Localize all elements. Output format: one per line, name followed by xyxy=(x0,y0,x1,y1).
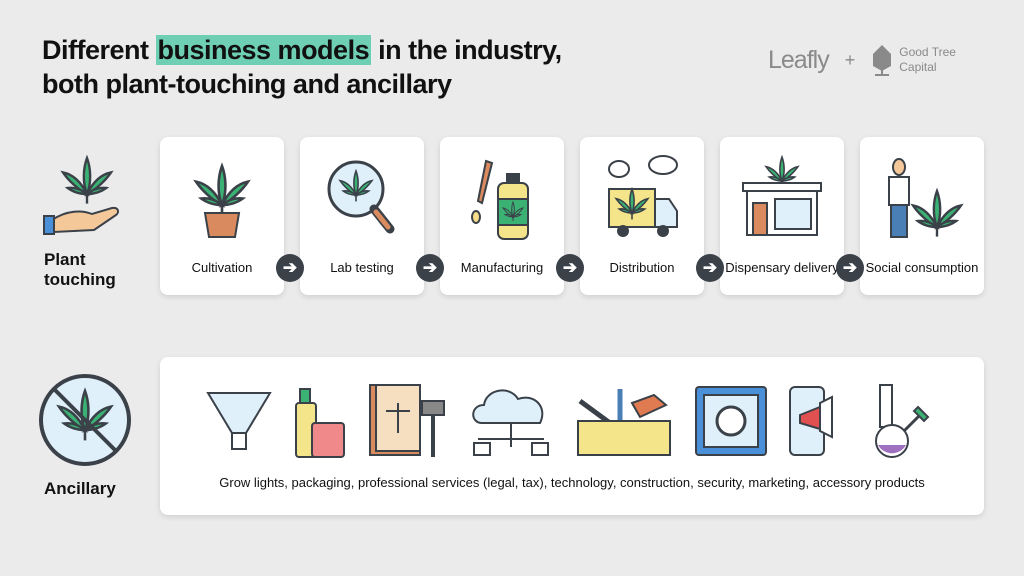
potted-plant-icon xyxy=(194,164,250,238)
title-line2: both plant-touching and ancillary xyxy=(42,69,452,99)
page-title: Different business models in the industr… xyxy=(42,33,562,101)
step-card-manufacturing: Manufacturing xyxy=(440,137,564,295)
delivery-truck-icon xyxy=(608,155,678,237)
logo-line: Capital xyxy=(899,60,937,74)
storefront-icon xyxy=(742,156,822,236)
step-card-lab-testing: Lab testing xyxy=(300,137,424,295)
step-card-social-consumption: Social consumption xyxy=(860,137,984,295)
packaging-icon xyxy=(295,388,345,458)
logo-line: Good Tree xyxy=(899,45,956,59)
arrow-icon: ➔ xyxy=(416,254,444,282)
step-label: Manufacturing xyxy=(460,259,544,275)
phone-megaphone-icon xyxy=(789,386,833,456)
title-text: Different xyxy=(42,35,156,65)
toolbox-icon xyxy=(577,389,671,456)
ancillary-icons xyxy=(204,383,940,463)
arrow-icon: ➔ xyxy=(696,254,724,282)
cloud-tech-icon xyxy=(472,389,549,456)
safe-icon xyxy=(695,386,767,456)
legal-book-gavel-icon xyxy=(369,384,445,457)
no-plant-icon xyxy=(39,374,131,466)
title-text: in the industry, xyxy=(371,35,562,65)
label-line: Plant xyxy=(44,250,86,269)
arrow-icon: ➔ xyxy=(836,254,864,282)
ancillary-label: Ancillary xyxy=(44,479,116,498)
hand-plant-icon xyxy=(43,156,120,235)
ancillary-description: Grow lights, packaging, professional ser… xyxy=(219,475,925,490)
step-card-dispensary-delivery: Dispensary delivery xyxy=(720,137,844,295)
step-label: Cultivation xyxy=(191,259,253,275)
step-label: Social consumption xyxy=(865,259,979,275)
grow-light-icon xyxy=(206,392,272,450)
arrow-icon: ➔ xyxy=(556,254,584,282)
step-label: Distribution xyxy=(609,259,675,275)
tree-icon xyxy=(873,45,892,76)
bong-icon xyxy=(875,384,930,458)
magnifier-icon xyxy=(327,160,395,234)
ancillary-card: Grow lights, packaging, professional ser… xyxy=(160,357,984,515)
title-highlight: business models xyxy=(155,35,372,65)
plus-sign: + xyxy=(844,49,856,70)
step-card-cultivation: Cultivation xyxy=(160,137,284,295)
arrow-icon: ➔ xyxy=(276,254,304,282)
label-line: touching xyxy=(44,270,116,289)
person-plant-icon xyxy=(888,158,963,238)
step-label: Lab testing xyxy=(330,259,394,275)
leafly-logo: Leafly xyxy=(768,45,830,74)
step-label: Dispensary delivery xyxy=(725,259,839,275)
tincture-bottle-icon xyxy=(471,159,529,240)
step-card-distribution: Distribution xyxy=(580,137,704,295)
